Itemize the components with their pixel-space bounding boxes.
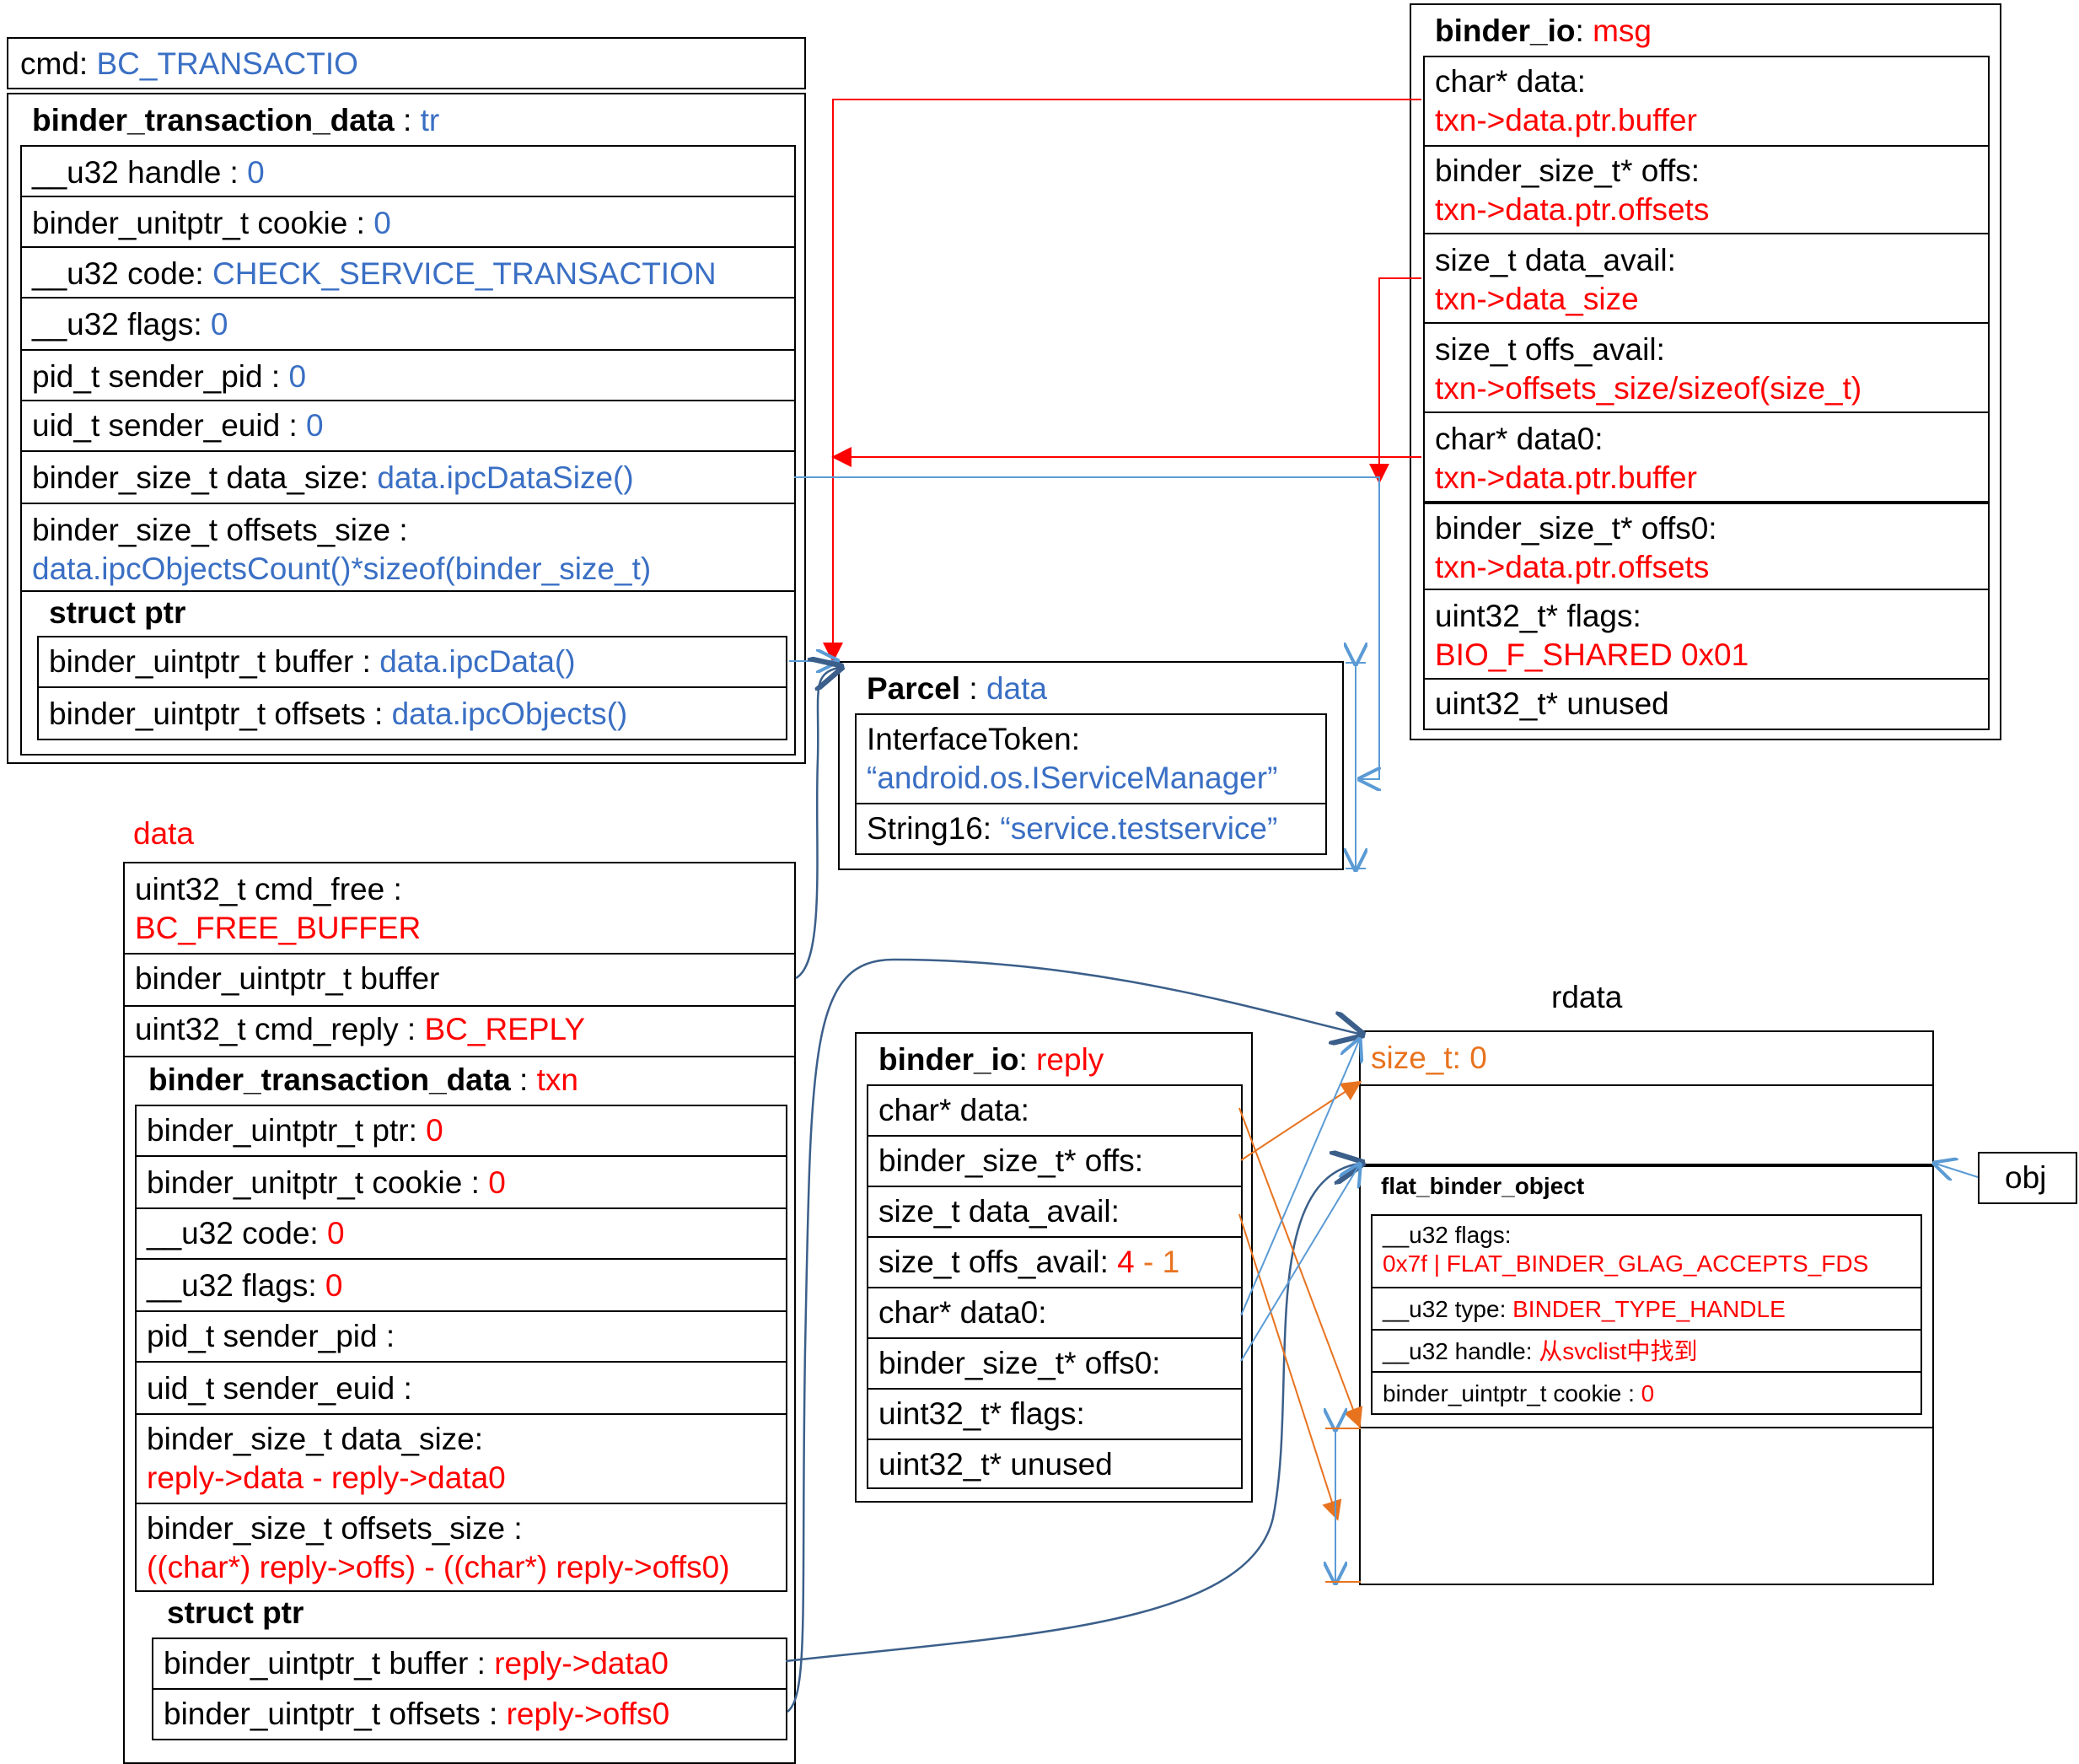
msg-row-data: char* data:txn->data.ptr.buffer xyxy=(1423,56,1990,147)
txn-title: binder_transaction_data : txn xyxy=(148,1062,578,1097)
tr-row-sender-euid: uid_t sender_euid : 0 xyxy=(20,400,796,452)
wire-msg-data-to-parcel xyxy=(823,99,1421,663)
reply-row-offs0: binder_size_t* offs0: xyxy=(867,1337,1243,1390)
data-row-cmd-reply: uint32_t cmd_reply : BC_REPLY xyxy=(125,1005,794,1057)
txn-row-offsets-size: binder_size_t offsets_size :((char*) rep… xyxy=(135,1503,787,1592)
data-caption: data xyxy=(133,816,195,851)
rdata-struct: size_t: 0 flat_binder_object __u32 flags… xyxy=(1359,1030,1934,1585)
rdata-gap xyxy=(1361,1086,1932,1167)
msg-struct-title: binder_io: msg xyxy=(1435,13,1652,48)
txn-row-code: __u32 code: 0 xyxy=(135,1207,787,1260)
fbo-row-handle: __u32 handle: 从svclist中找到 xyxy=(1371,1329,1922,1373)
cmd-box: cmd: BC_TRANSACTIO xyxy=(7,37,806,89)
rdata-size-row: size_t: 0 xyxy=(1361,1032,1932,1086)
tr-ptr-title: struct ptr xyxy=(49,595,186,630)
tr-struct-title: binder_transaction_data : tr xyxy=(32,103,440,137)
msg-row-flags: uint32_t* flags:BIO_F_SHARED 0x01 xyxy=(1423,589,1990,680)
txn-ptr-buffer: binder_uintptr_t buffer : reply->data0 xyxy=(152,1638,787,1690)
reply-row-data-avail: size_t data_avail: xyxy=(867,1186,1243,1238)
reply-row-offs-avail: size_t offs_avail: 4 - 1 xyxy=(867,1236,1243,1288)
wire-reply-offs0 xyxy=(1240,1165,1359,1362)
reply-row-offs: binder_size_t* offs: xyxy=(867,1135,1243,1187)
tr-row-sender-pid: pid_t sender_pid : 0 xyxy=(20,349,796,401)
data-struct: uint32_t cmd_free :BC_FREE_BUFFER binder… xyxy=(123,862,796,1764)
wire-reply-data-avail xyxy=(1238,1213,1342,1521)
reply-row-data: char* data: xyxy=(867,1084,1243,1137)
txn-row-sender-euid: uid_t sender_euid : xyxy=(135,1361,787,1415)
cmd-field: cmd: BC_TRANSACTIO xyxy=(20,46,358,81)
msg-row-offs0: binder_size_t* offs0:txn->data.ptr.offse… xyxy=(1423,501,1990,590)
msg-row-data-avail: size_t data_avail:txn->data_size xyxy=(1423,233,1990,324)
tr-row-cookie: binder_unitptr_t cookie : 0 xyxy=(20,196,796,248)
data-row-buffer: binder_uintptr_t buffer xyxy=(125,953,794,1007)
txn-row-ptr: binder_uintptr_t ptr: 0 xyxy=(135,1105,787,1157)
txn-row-flags: __u32 flags: 0 xyxy=(135,1258,787,1312)
reply-row-data0: char* data0: xyxy=(867,1287,1243,1339)
parcel-struct: Parcel : data InterfaceToken:“android.os… xyxy=(838,661,1344,870)
tr-ptr-group: struct ptr binder_uintptr_t buffer : dat… xyxy=(20,590,796,756)
msg-struct: binder_io: msg char* data:txn->data.ptr.… xyxy=(1410,3,2001,740)
msg-row-offs: binder_size_t* offs:txn->data.ptr.offset… xyxy=(1423,145,1990,234)
tr-row-flags: __u32 flags: 0 xyxy=(20,297,796,351)
data-row-cmd-free: uint32_t cmd_free :BC_FREE_BUFFER xyxy=(125,863,794,955)
txn-row-cookie: binder_unitptr_t cookie : 0 xyxy=(135,1155,787,1209)
tr-row-data-size: binder_size_t data_size: data.ipcDataSiz… xyxy=(20,450,796,504)
reply-struct: binder_io: reply char* data: binder_size… xyxy=(855,1032,1253,1503)
txn-ptr-offsets: binder_uintptr_t offsets : reply->offs0 xyxy=(152,1688,787,1740)
tr-ptr-buffer: binder_uintptr_t buffer : data.ipcData() xyxy=(37,636,787,688)
reply-row-flags: uint32_t* flags: xyxy=(867,1388,1243,1440)
wire-reply-data0 xyxy=(1240,1041,1359,1316)
wire-reply-offs xyxy=(1240,1080,1362,1161)
msg-row-unused: uint32_t* unused xyxy=(1423,678,1990,730)
txn-row-data-size: binder_size_t data_size:reply->data - re… xyxy=(135,1413,787,1504)
txn-row-sender-pid: pid_t sender_pid : xyxy=(135,1310,787,1363)
fbo-row-cookie: binder_uintptr_t cookie : 0 xyxy=(1371,1371,1922,1415)
msg-row-data0: char* data0:txn->data.ptr.buffer xyxy=(1423,411,1990,503)
txn-ptr-title: struct ptr xyxy=(167,1595,304,1630)
rdata-caption: rdata xyxy=(1551,980,1623,1014)
tr-row-code: __u32 code: CHECK_SERVICE_TRANSACTION xyxy=(20,246,796,298)
wire-reply-data xyxy=(1238,1107,1363,1428)
tr-row-offsets-size: binder_size_t offsets_size :data.ipcObje… xyxy=(20,503,796,592)
obj-box: obj xyxy=(1978,1152,2077,1204)
parcel-interface-token: InterfaceToken:“android.os.IServiceManag… xyxy=(855,713,1327,804)
wire-obj-to-fbo xyxy=(1936,1164,1979,1177)
obj-label: obj xyxy=(2005,1160,2047,1195)
fbo-title: flat_binder_object xyxy=(1381,1173,1585,1199)
reply-row-unused: uint32_t* unused xyxy=(867,1439,1243,1489)
tr-struct: binder_transaction_data : tr __u32 handl… xyxy=(7,93,806,764)
msg-row-offs-avail: size_t offs_avail:txn->offsets_size/size… xyxy=(1423,322,1990,413)
tr-row-handle: __u32 handle : 0 xyxy=(20,145,796,197)
rdata-fbo-bottom xyxy=(1361,1427,1932,1428)
parcel-title: Parcel : data xyxy=(867,671,1047,706)
reply-title: binder_io: reply xyxy=(878,1042,1104,1077)
fbo-row-type: __u32 type: BINDER_TYPE_HANDLE xyxy=(1371,1287,1922,1331)
fbo-row-flags: __u32 flags:0x7f | FLAT_BINDER_GLAG_ACCE… xyxy=(1371,1214,1922,1288)
tr-ptr-offsets: binder_uintptr_t offsets : data.ipcObjec… xyxy=(37,686,787,740)
parcel-string16: String16: “service.testservice” xyxy=(855,803,1327,855)
